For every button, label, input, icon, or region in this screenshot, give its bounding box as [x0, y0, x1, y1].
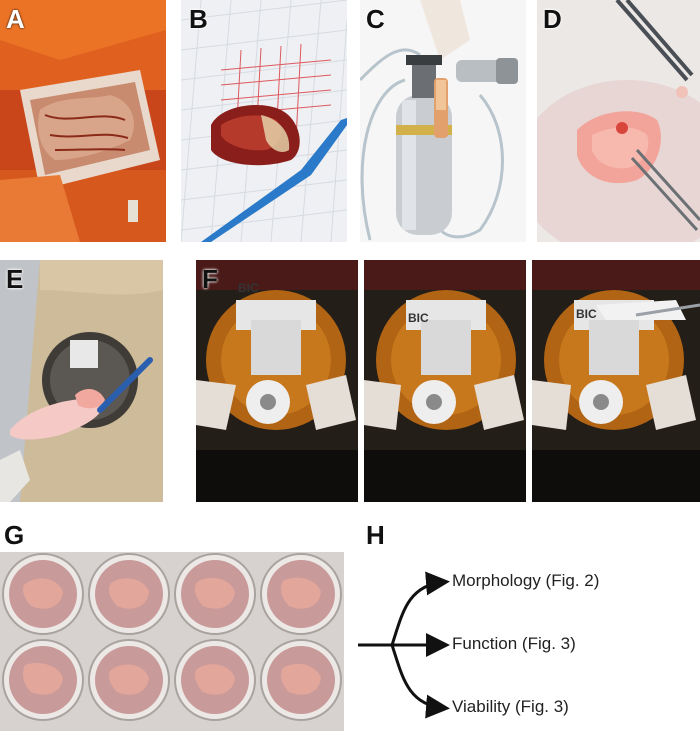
dissection-illustration	[537, 0, 700, 242]
culture-well	[174, 639, 256, 721]
culture-well	[88, 639, 170, 721]
vibratome-illustration	[196, 260, 700, 502]
panel-e-label: E	[6, 264, 24, 294]
frame-2	[364, 260, 526, 502]
panel-c-label: C	[366, 4, 385, 34]
culture-plate-illustration	[0, 552, 344, 731]
blade-brand-2: BIC	[408, 311, 429, 325]
culture-well	[2, 639, 84, 721]
panel-h-outcomes: Morphology (Fig. 2) Function (Fig. 3) Vi…	[352, 555, 700, 731]
gauze-illustration	[181, 0, 347, 242]
outcome-morphology: Morphology (Fig. 2)	[452, 571, 600, 590]
panel-b-tissue-on-gauze: B	[181, 0, 347, 242]
culture-well	[260, 553, 342, 635]
arrow-to-morphology	[390, 571, 450, 646]
culture-well	[260, 639, 342, 721]
branching-arrows	[358, 571, 450, 719]
gas-cylinder-illustration	[360, 0, 526, 242]
outcome-function: Function (Fig. 3)	[452, 634, 576, 653]
frame-1	[196, 260, 358, 502]
frame-3	[532, 260, 700, 502]
panel-f-vibratome-frames: BIC BIC BIC F	[196, 260, 700, 502]
culture-well	[174, 553, 256, 635]
blade-brand-3: BIC	[576, 307, 597, 321]
panel-a-label: A	[6, 4, 25, 34]
outcome-viability: Viability (Fig. 3)	[452, 697, 569, 716]
panel-d-label: D	[543, 4, 562, 34]
panel-h-label: H	[366, 520, 385, 550]
panel-g-culture-plate	[0, 552, 344, 731]
arrow-to-viability	[390, 644, 450, 719]
panel-a-surgery-photo: A	[0, 0, 166, 242]
panel-c-gas-cylinder: C	[360, 0, 526, 242]
panel-b-label: B	[189, 4, 208, 34]
panel-f-label: F	[202, 264, 218, 294]
blade-brand-1: BIC	[238, 281, 259, 295]
well-grid	[2, 553, 342, 721]
panel-g-label: G	[4, 520, 25, 550]
panel-e-mounting: E	[0, 260, 163, 502]
surgery-illustration	[0, 0, 166, 242]
culture-well	[2, 553, 84, 635]
culture-well	[88, 553, 170, 635]
panel-d-dissection: D	[537, 0, 700, 242]
mounting-illustration	[0, 260, 163, 502]
